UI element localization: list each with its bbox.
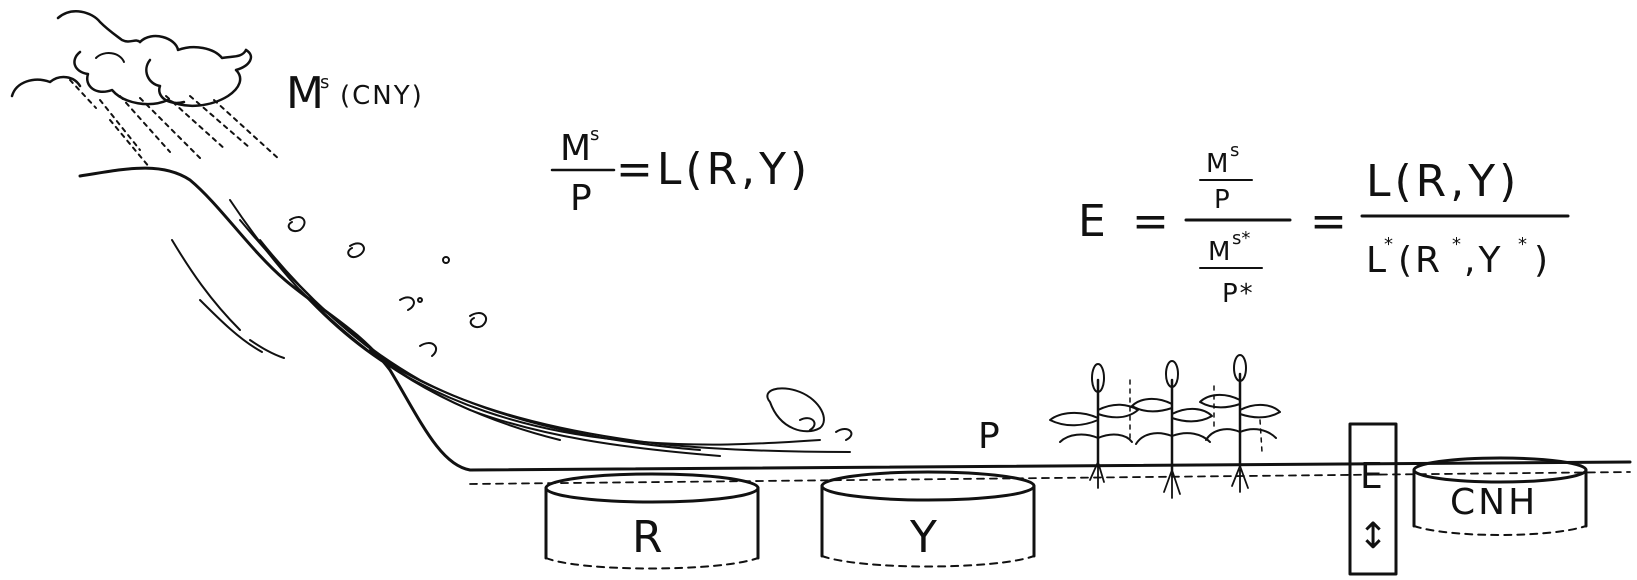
plants	[1049, 354, 1281, 499]
hillside	[78, 166, 1632, 472]
exchange-eq-rhs-denominator: L * (R * ,Y * )	[1366, 234, 1551, 281]
rain-cloud	[10, 10, 253, 107]
money-eq-numerator-superscript: s	[590, 124, 599, 145]
exchange-eq-rhs-den-r-star: *	[1452, 234, 1461, 255]
exchange-rate-equation: E = M s P M s* P* = L(R,Y) L * (R * ,Y *…	[1078, 140, 1570, 309]
tank-y-label: Y	[909, 512, 941, 563]
gauge-label: E	[1360, 456, 1386, 497]
exchange-eq-rhs-den-r: (R	[1398, 240, 1443, 281]
tank-r-label: R	[632, 512, 667, 563]
exchange-eq-rhs-numerator: L(R,Y)	[1366, 156, 1520, 207]
stream-currents	[229, 199, 853, 457]
money-eq-rhs: =L(R,Y)	[616, 144, 811, 195]
tank-y: Y	[820, 470, 1036, 568]
plant-1	[1049, 363, 1139, 489]
money-eq-denominator: P	[570, 178, 595, 219]
exchange-eq-top-numerator: M	[1206, 149, 1230, 179]
cloud-label: M s (CNY)	[286, 68, 424, 119]
exchange-eq-top-numerator-superscript: s	[1230, 140, 1239, 161]
exchange-eq-rhs-den-l-star: *	[1384, 234, 1393, 255]
ground-dashed-line	[469, 471, 1631, 485]
exchange-eq-bottom-numerator: M	[1208, 237, 1232, 267]
exchange-eq-lhs: E	[1078, 196, 1110, 247]
money-demand-equation: M s P =L(R,Y)	[550, 124, 811, 219]
exchange-eq-rhs-den-l: L	[1366, 240, 1389, 281]
plant-2	[1131, 360, 1213, 499]
exchange-rate-gauge: E ↕	[1348, 422, 1398, 576]
exchange-eq-rhs-den-y: ,Y	[1464, 240, 1503, 281]
cloud-label-superscript: s	[320, 72, 329, 93]
exchange-eq-equals-2: =	[1310, 196, 1351, 247]
exchange-eq-rhs-den-close: )	[1534, 240, 1551, 281]
flow-label: P	[978, 416, 1003, 457]
tank-cnh: CNH	[1412, 456, 1588, 536]
gauge-arrow-icon: ↕	[1358, 516, 1391, 557]
money-eq-numerator: M	[560, 128, 594, 169]
rain-streaks	[69, 79, 281, 169]
exchange-eq-bottom-numerator-superscript: s*	[1232, 228, 1250, 249]
plant-3	[1199, 354, 1281, 493]
cloud-label-currency: (CNY)	[340, 81, 424, 111]
cloud-label-symbol: M	[286, 68, 328, 119]
exchange-eq-rhs-den-y-star: *	[1518, 234, 1527, 255]
tank-cnh-label: CNH	[1450, 482, 1538, 523]
exchange-eq-top-denominator: P	[1214, 185, 1232, 215]
exchange-eq-bottom-denominator: P*	[1222, 279, 1255, 309]
exchange-eq-equals-1: =	[1132, 196, 1173, 247]
tank-r: R	[544, 472, 760, 570]
